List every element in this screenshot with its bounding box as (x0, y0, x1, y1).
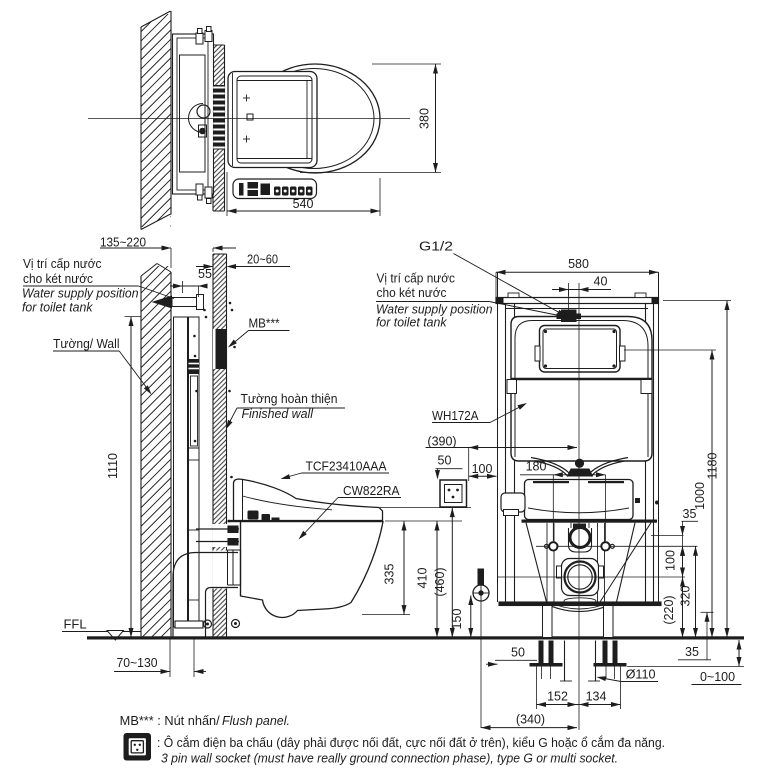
svg-text:335: 335 (383, 564, 397, 585)
svg-text:35: 35 (685, 645, 699, 659)
svg-text:Tường hoàn thiện: Tường hoàn thiện (241, 392, 338, 406)
svg-text:40: 40 (594, 275, 608, 289)
svg-text:Finished wall: Finished wall (242, 407, 315, 421)
svg-text:35: 35 (683, 507, 697, 521)
svg-text:540: 540 (293, 197, 314, 211)
svg-text:152: 152 (547, 690, 568, 704)
svg-text:cho két nước: cho két nước (23, 272, 93, 286)
svg-text:70~130: 70~130 (117, 656, 158, 670)
svg-text:134: 134 (586, 690, 607, 704)
svg-text:1000: 1000 (693, 482, 707, 510)
svg-text:580: 580 (568, 257, 589, 271)
svg-text:50: 50 (511, 646, 525, 660)
svg-text:Flush panel.: Flush panel. (222, 714, 290, 728)
svg-text:cho két nước: cho két nước (377, 286, 447, 300)
svg-text:(460): (460) (433, 567, 447, 596)
svg-text:50: 50 (438, 454, 452, 468)
svg-text:3 pin wall socket (must have r: 3 pin wall socket (must have really grou… (161, 752, 618, 766)
svg-text:Vị trí cấp nước: Vị trí cấp nước (377, 272, 456, 286)
svg-text:Water supply position: Water supply position (22, 287, 139, 301)
svg-text:(340): (340) (516, 713, 545, 727)
svg-text:Vị trí cấp nước: Vị trí cấp nước (23, 257, 102, 271)
svg-text:20~60: 20~60 (247, 253, 278, 267)
svg-text:135~220: 135~220 (100, 236, 146, 250)
svg-text:MB***: MB*** (249, 317, 280, 331)
svg-text:TCF23410AAA: TCF23410AAA (306, 460, 388, 474)
svg-text:0~100: 0~100 (700, 670, 735, 684)
svg-text:for toilet tank: for toilet tank (376, 316, 447, 330)
svg-text:320: 320 (679, 586, 693, 607)
svg-text:100: 100 (472, 462, 493, 476)
svg-text:MB*** : Nút nhấn/: MB*** : Nút nhấn/ (120, 714, 221, 728)
svg-text:1110: 1110 (106, 453, 120, 479)
svg-text:Tường/ Wall: Tường/ Wall (53, 337, 120, 351)
svg-text:(220): (220) (662, 595, 676, 624)
svg-text:G1/2: G1/2 (419, 240, 453, 254)
svg-text:for toilet tank: for toilet tank (22, 301, 93, 315)
svg-text:FFL: FFL (63, 617, 86, 632)
svg-text:410: 410 (416, 568, 430, 589)
svg-text:Water supply position: Water supply position (376, 303, 493, 317)
svg-text:55: 55 (198, 267, 212, 281)
svg-text:(390): (390) (427, 435, 456, 449)
svg-text:100: 100 (664, 550, 678, 571)
svg-text:150: 150 (450, 609, 464, 630)
svg-text:CW822RA: CW822RA (343, 484, 400, 498)
svg-text:: Ô cắm điện ba chấu (dây phải: : Ô cắm điện ba chấu (dây phải được nối … (157, 735, 665, 750)
svg-text:Ø110: Ø110 (626, 668, 656, 682)
svg-text:380: 380 (418, 108, 432, 129)
svg-text:WH172A: WH172A (432, 409, 479, 423)
svg-text:1180: 1180 (706, 453, 720, 480)
